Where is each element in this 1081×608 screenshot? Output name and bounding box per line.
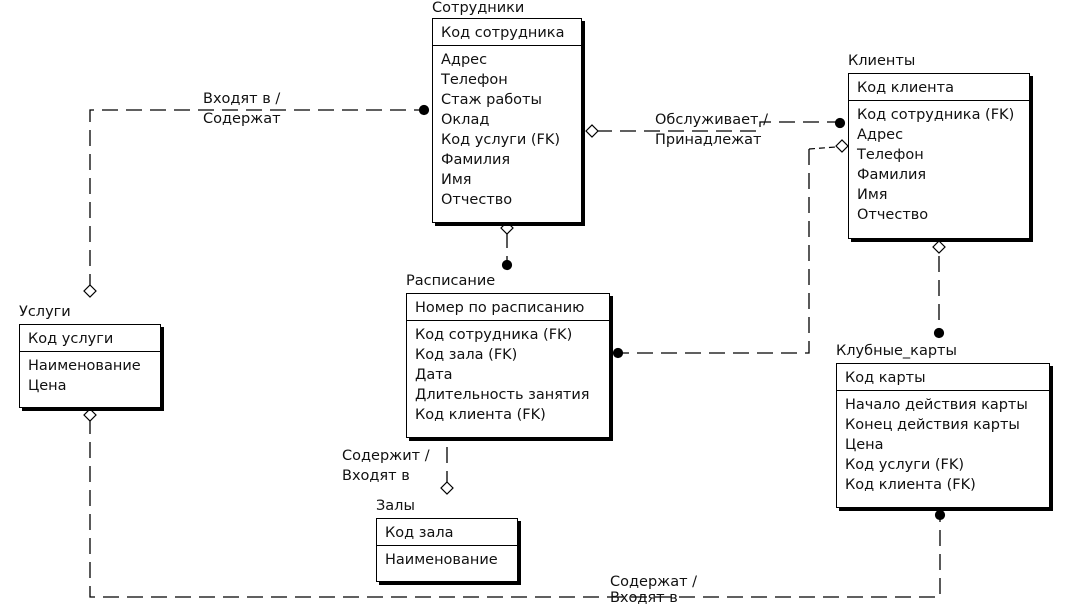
entity-attribute: Наименование xyxy=(28,358,141,374)
entity-key: Код зала xyxy=(377,519,517,546)
link-end-diamond xyxy=(83,284,97,298)
link-end-dot xyxy=(834,117,846,129)
entity-attribute: Код сотрудника (FK) xyxy=(415,327,573,343)
entity-attribute: Код сотрудника (FK) xyxy=(857,107,1015,123)
entity-title-employees: Сотрудники xyxy=(432,0,525,16)
link-employees-clients xyxy=(596,121,836,132)
entity-key: Код услуги xyxy=(20,325,160,352)
entity-title-services: Услуги xyxy=(19,304,71,320)
entity-attribute: Отчество xyxy=(441,192,513,208)
entity-key: Код сотрудника xyxy=(433,19,581,46)
link-end-diamond xyxy=(500,221,514,235)
entity-title-halls: Залы xyxy=(376,498,415,514)
entity-employees[interactable]: Код сотрудника Адрес Телефон Стаж работы… xyxy=(432,18,582,223)
relationship-verb: Содержат / xyxy=(610,574,698,590)
entity-attribute: Дата xyxy=(415,367,453,383)
entity-attribute: Стаж работы xyxy=(441,92,542,108)
relationship-verb: Содержит / xyxy=(342,448,430,464)
link-end-diamond xyxy=(83,408,97,422)
entity-attribute: Телефон xyxy=(441,72,508,88)
link-end-diamond xyxy=(835,139,849,153)
entity-clients[interactable]: Код клиента Код сотрудника (FK) Адрес Те… xyxy=(848,73,1030,239)
relationship-verb: Содержат xyxy=(203,111,281,127)
relationship-verb: Входят в / xyxy=(203,91,281,107)
entity-attribute: Отчество xyxy=(857,207,929,223)
entity-attributes: Начало действия карты Конец действия кар… xyxy=(837,391,1049,495)
link-services-cards xyxy=(89,418,941,598)
link-end-diamond xyxy=(585,124,599,138)
relationship-label-halls-schedule: Содержит / Входят в xyxy=(342,446,430,486)
entity-title-clients: Клиенты xyxy=(848,53,916,69)
entity-attribute: Адрес xyxy=(441,52,488,68)
entity-attribute: Код зала (FK) xyxy=(415,347,518,363)
entity-attributes: Код сотрудника (FK) Адрес Телефон Фамили… xyxy=(849,101,1029,225)
entity-attribute: Фамилия xyxy=(857,167,927,183)
entity-attribute: Телефон xyxy=(857,147,924,163)
entity-attribute: Начало действия карты xyxy=(845,397,1028,413)
entity-attribute: Адрес xyxy=(857,127,904,143)
entity-attribute: Цена xyxy=(28,378,67,394)
entity-club-cards[interactable]: Код карты Начало действия карты Конец де… xyxy=(836,363,1050,508)
relationship-verb: Входят в xyxy=(342,468,410,484)
entity-attribute: Фамилия xyxy=(441,152,511,168)
entity-attribute: Код услуги (FK) xyxy=(845,457,965,473)
relationship-label-employees-clients: Обслуживает / Принадлежат xyxy=(655,110,768,150)
entity-attributes: Адрес Телефон Стаж работы Оклад Код услу… xyxy=(433,46,581,210)
entity-attribute: Имя xyxy=(857,187,888,203)
entity-attributes: Код сотрудника (FK) Код зала (FK) Дата Д… xyxy=(407,321,609,425)
entity-services[interactable]: Код услуги Наименование Цена xyxy=(19,324,161,408)
entity-attribute: Код клиента (FK) xyxy=(415,407,546,423)
relationship-label-services-cards: Содержат / Входят в xyxy=(610,574,697,606)
link-end-diamond xyxy=(932,240,946,254)
entity-key: Номер по расписанию xyxy=(407,294,609,321)
entity-title-club-cards: Клубные_карты xyxy=(836,343,957,359)
entity-attribute: Оклад xyxy=(441,112,490,128)
entity-attributes: Наименование Цена xyxy=(20,352,160,396)
entity-key: Код клиента xyxy=(849,74,1029,101)
link-clients-schedule-joint xyxy=(808,146,837,150)
entity-schedule[interactable]: Номер по расписанию Код сотрудника (FK) … xyxy=(406,293,610,438)
link-end-dot xyxy=(934,509,946,521)
link-end-dot xyxy=(933,327,945,339)
entity-attribute: Длительность занятия xyxy=(415,387,590,403)
entity-attribute: Наименование xyxy=(385,552,498,568)
relationship-verb: Входят в xyxy=(610,590,678,606)
link-end-dot xyxy=(501,259,513,271)
entity-attribute: Имя xyxy=(441,172,472,188)
entity-title-schedule: Расписание xyxy=(406,273,496,289)
entity-attribute: Цена xyxy=(845,437,884,453)
entity-halls[interactable]: Код зала Наименование xyxy=(376,518,518,582)
entity-attributes: Наименование xyxy=(377,546,517,570)
link-end-dot xyxy=(612,347,624,359)
entity-attribute: Код услуги (FK) xyxy=(441,132,561,148)
relationship-verb: Принадлежат xyxy=(655,132,762,148)
relationship-verb: Обслуживает / xyxy=(655,112,768,128)
entity-attribute: Код клиента (FK) xyxy=(845,477,976,493)
entity-attribute: Конец действия карты xyxy=(845,417,1020,433)
entity-key: Код карты xyxy=(837,364,1049,391)
link-clients-schedule xyxy=(622,149,810,354)
relationship-label-services-employees: Входят в / Содержат xyxy=(203,89,281,129)
link-end-diamond xyxy=(440,481,454,495)
link-end-dot xyxy=(418,104,430,116)
link-services-employees xyxy=(89,109,420,290)
